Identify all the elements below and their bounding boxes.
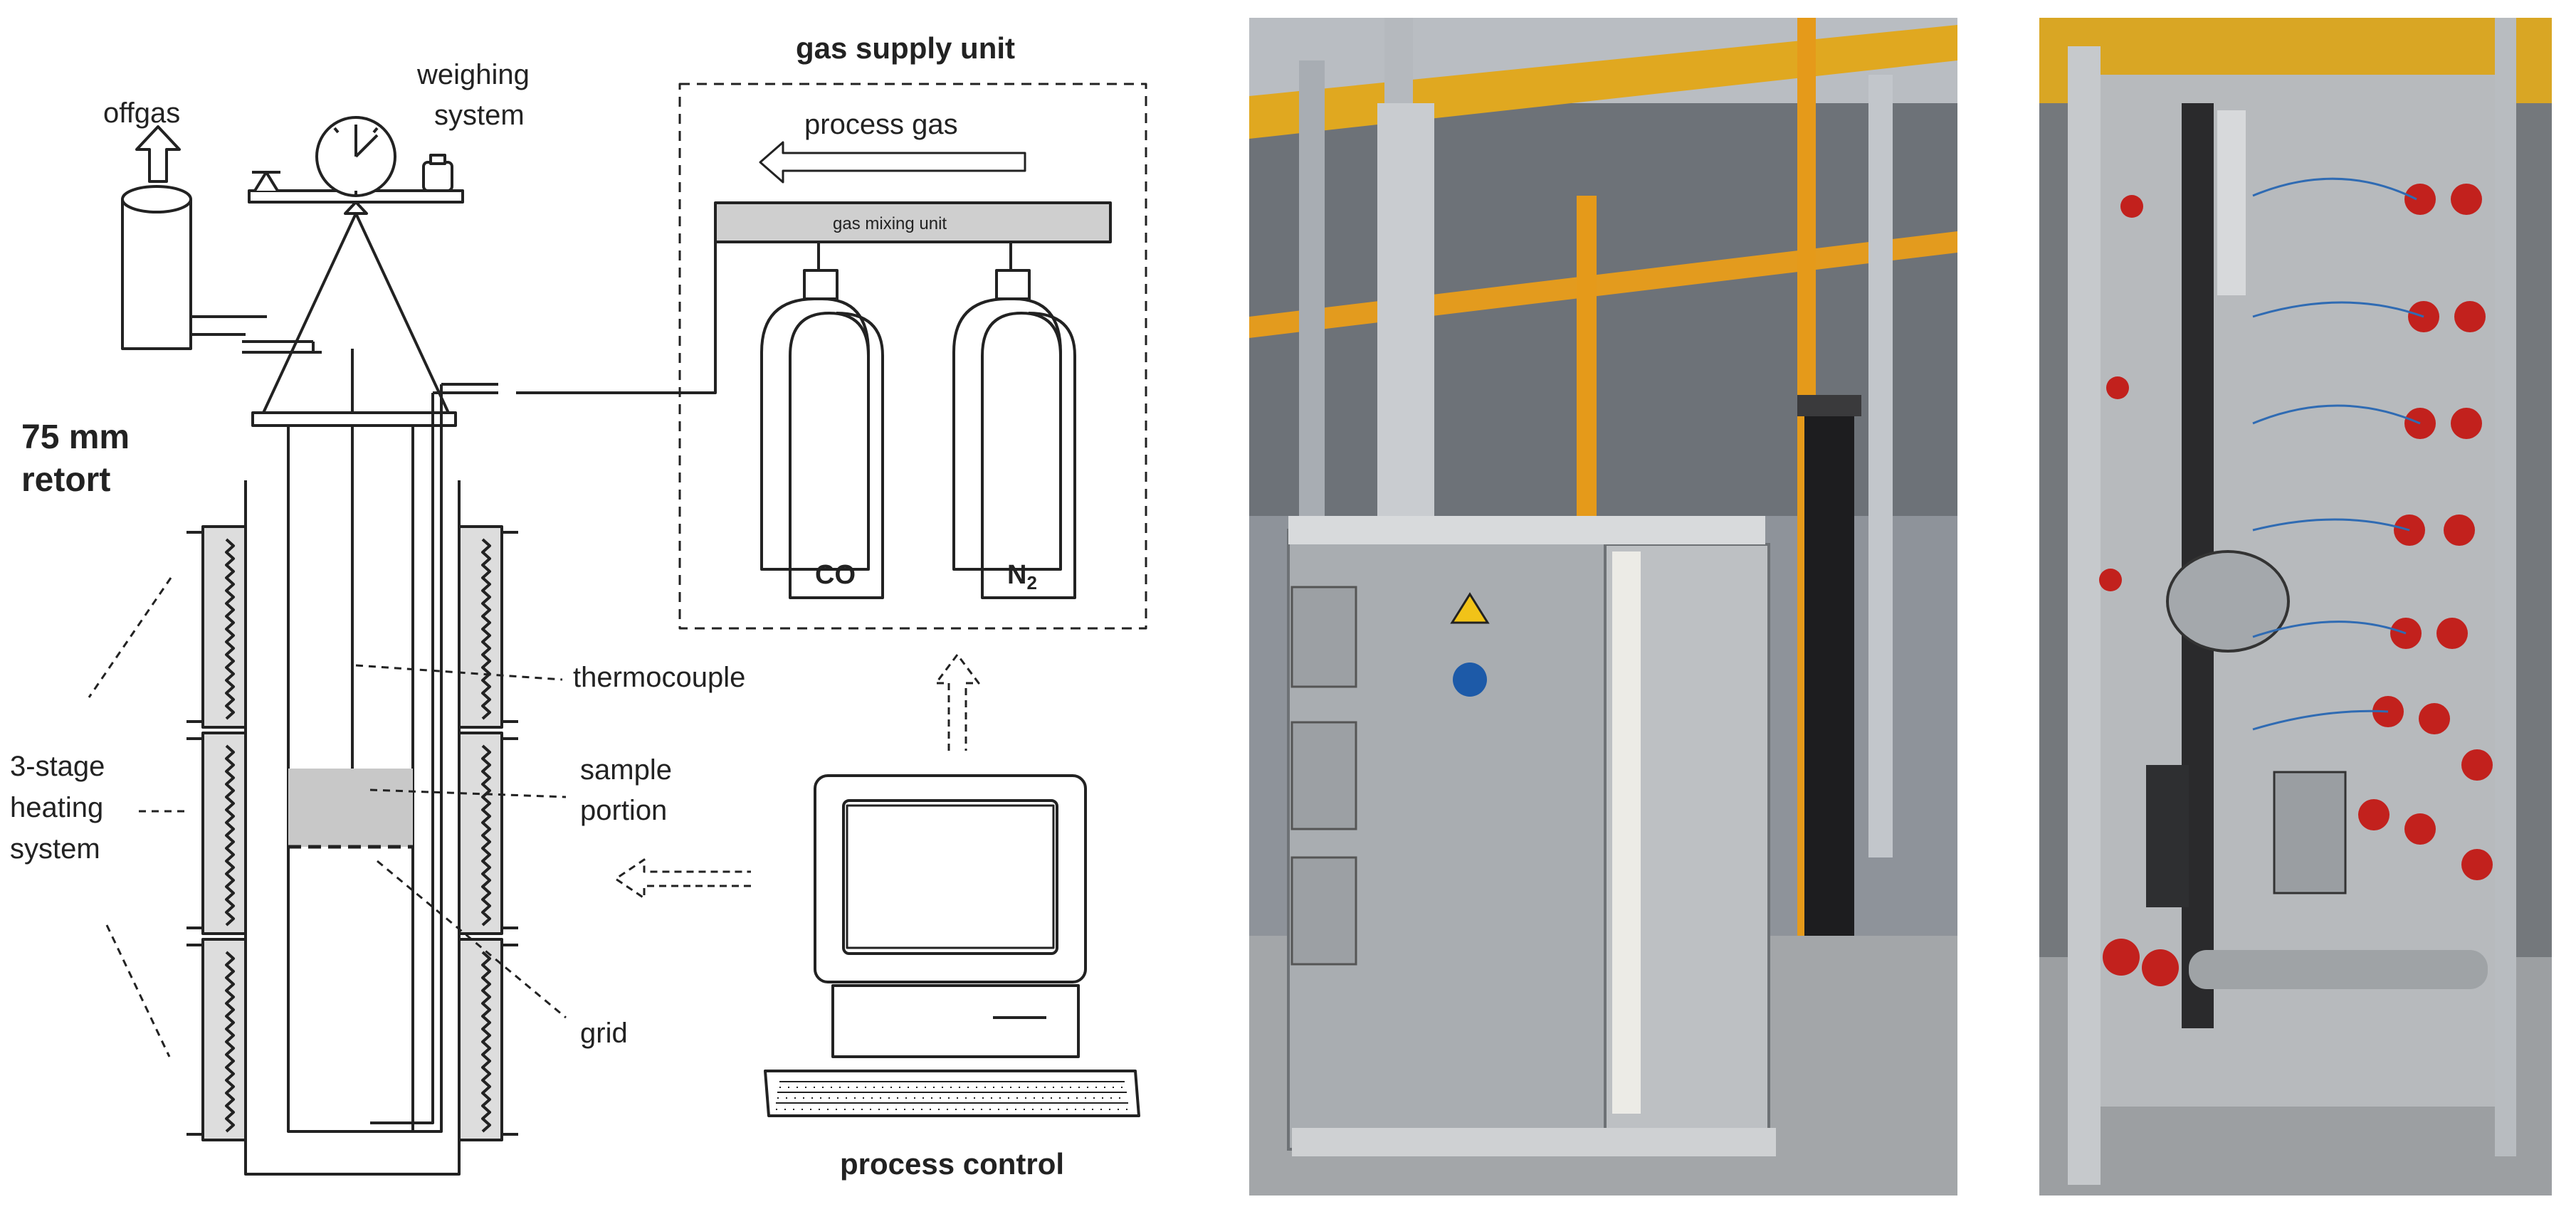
cylinder-co-label: CO xyxy=(815,560,856,590)
heating-elements-right xyxy=(458,525,518,1141)
retort-flange xyxy=(251,411,457,427)
furnace-photo xyxy=(1249,18,1957,1195)
sample-portion-label-1: sample xyxy=(580,754,672,786)
heating-elements-left xyxy=(186,525,247,1141)
retort-label-1: 75 mm xyxy=(21,418,130,456)
sample-portion-label-2: portion xyxy=(580,795,667,826)
weighing-system xyxy=(248,116,464,215)
cylinder-n2-label: N2 xyxy=(1007,560,1037,593)
weighing-label-1: weighing xyxy=(416,59,530,90)
computer-icon xyxy=(764,774,1140,1117)
gas-mixing-unit-label: gas mixing unit xyxy=(833,214,947,233)
gas-cylinder-n2 xyxy=(952,242,1076,599)
offgas-stack xyxy=(121,185,267,350)
retort-tube xyxy=(287,426,414,1133)
retort-hood xyxy=(242,212,450,772)
weighing-label-2: system xyxy=(434,100,525,131)
process-gas-arrow-icon xyxy=(759,141,1026,184)
gas-supply-unit-title: gas supply unit xyxy=(796,31,1015,65)
retort-label-2: retort xyxy=(21,461,110,499)
control-signal-arrow-left-icon xyxy=(614,858,751,899)
heating-system-label-3: system xyxy=(10,833,100,865)
gas-mixing-unit-box xyxy=(714,201,1112,243)
process-control-label: process control xyxy=(840,1147,1064,1181)
offgas-arrow-icon xyxy=(135,125,181,183)
gas-cylinder-co xyxy=(760,242,884,599)
gas-supply-unit-box xyxy=(678,83,1147,630)
control-signal-arrow-up-icon xyxy=(935,653,980,751)
process-gas-label: process gas xyxy=(804,109,958,140)
gas-panel-photo xyxy=(2039,18,2552,1195)
thermocouple-label: thermocouple xyxy=(573,662,745,693)
offgas-label: offgas xyxy=(103,97,180,129)
heating-system-label-1: 3-stage xyxy=(10,751,105,782)
heating-system-label-2: heating xyxy=(10,792,103,823)
grid-label: grid xyxy=(580,1018,628,1049)
leader-lines xyxy=(88,577,567,1057)
